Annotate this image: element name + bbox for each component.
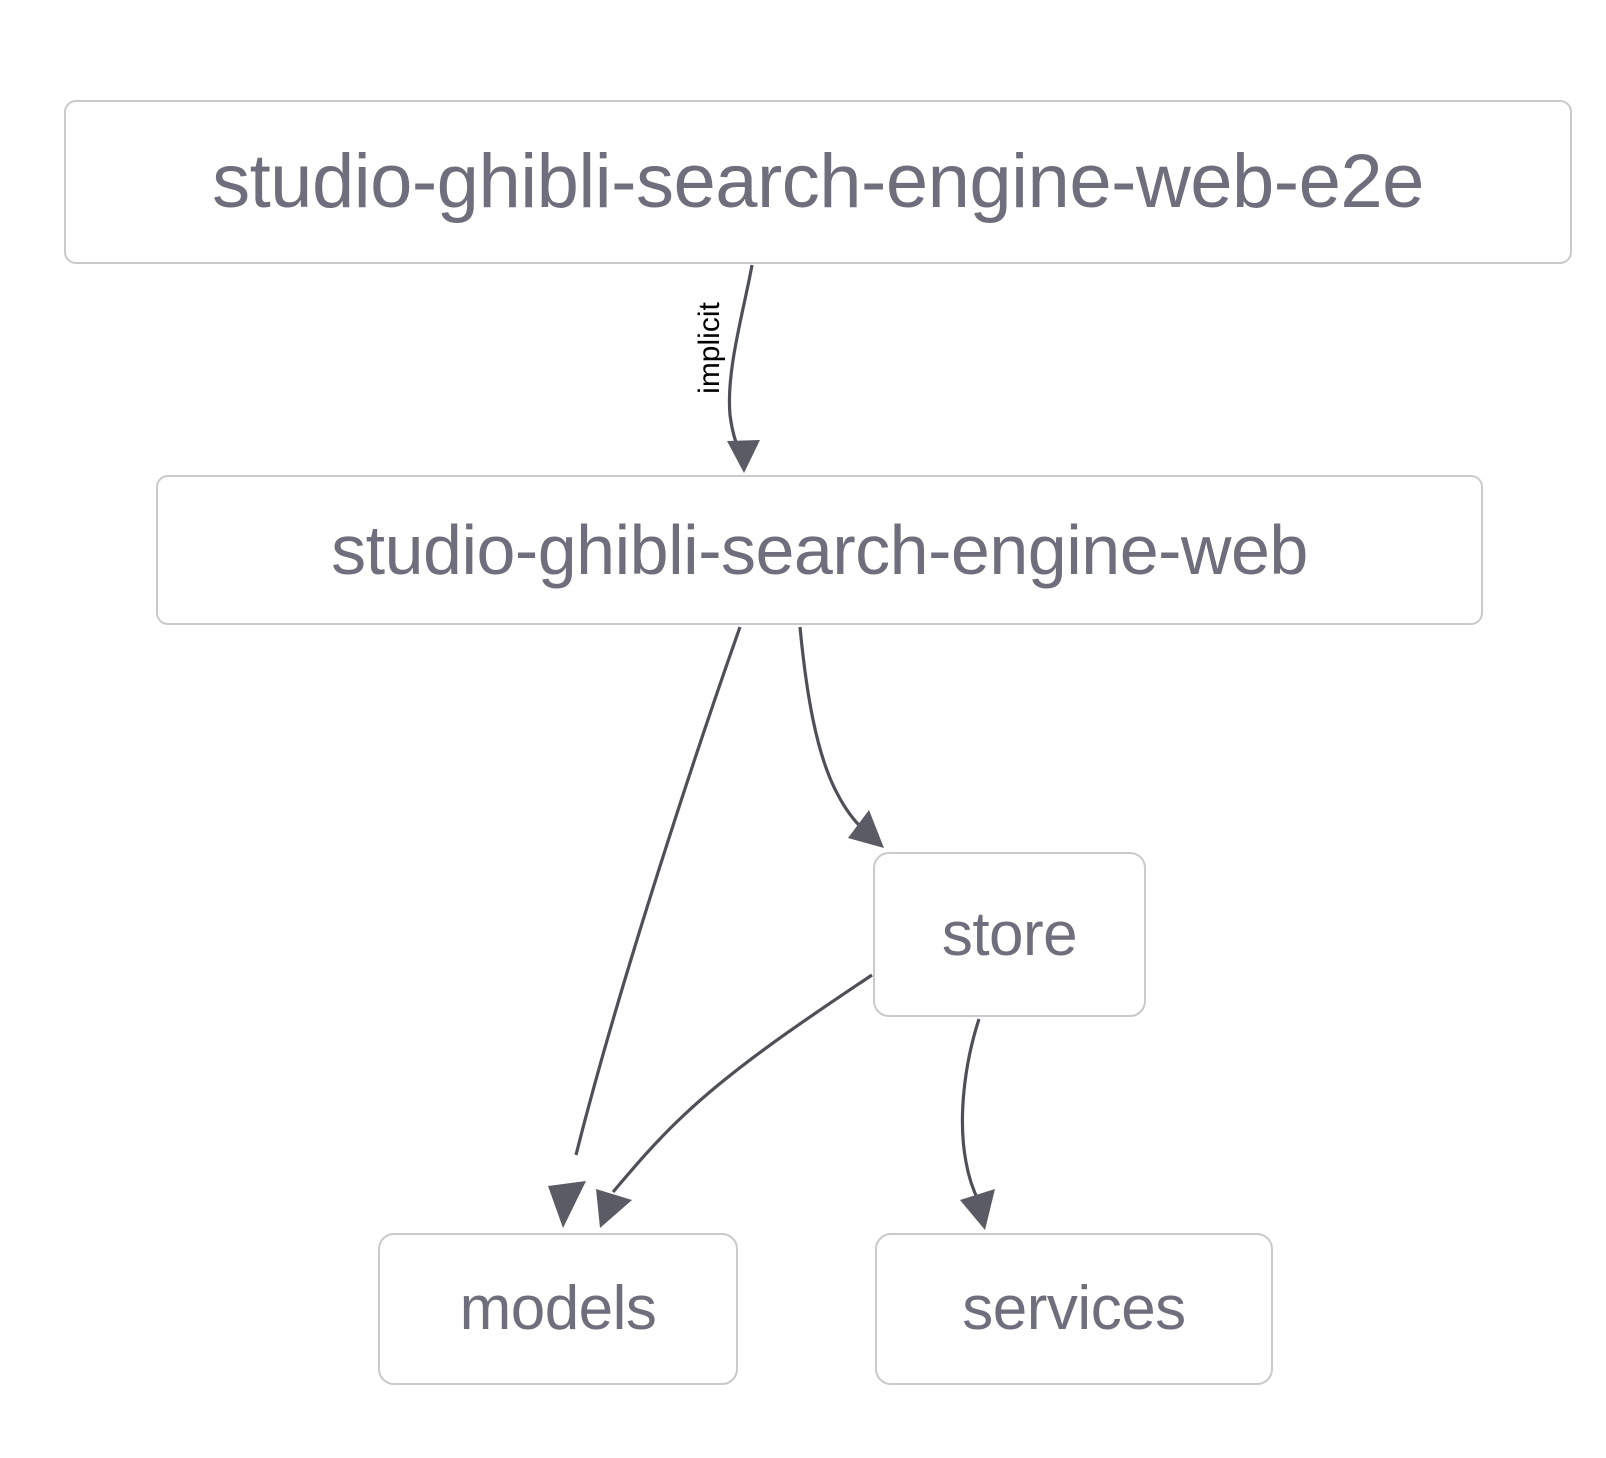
edge-label-implicit: implicit [693, 302, 726, 394]
edge-store-to-models-path [611, 973, 873, 1194]
node-label: store [941, 899, 1078, 969]
node-label: models [459, 1274, 657, 1343]
node-models[interactable]: models [378, 1233, 738, 1385]
edge-e2e-to-web-arrowhead [727, 440, 760, 473]
edge-web-to-store[interactable] [798, 626, 884, 848]
edge-web-to-store-arrowhead [848, 810, 884, 848]
edge-store-to-services-arrowhead [960, 1189, 995, 1230]
node-services[interactable]: services [875, 1233, 1273, 1385]
edge-store-to-models-arrowhead [596, 1189, 632, 1228]
edge-web-to-models-arrowhead [548, 1181, 586, 1228]
node-studio-ghibli-search-engine-web-e2e[interactable]: studio-ghibli-search-engine-web-e2e [64, 100, 1572, 264]
edge-e2e-to-web[interactable]: implicit [693, 264, 760, 473]
node-label: studio-ghibli-search-engine-web-e2e [212, 139, 1424, 224]
edge-web-to-store-path [798, 626, 870, 836]
node-studio-ghibli-search-engine-web[interactable]: studio-ghibli-search-engine-web [156, 475, 1483, 625]
edge-store-to-services-path [960, 1018, 981, 1203]
node-label: services [962, 1274, 1186, 1343]
edge-e2e-to-web-path [727, 264, 754, 457]
edge-web-to-models[interactable] [548, 626, 742, 1228]
edge-web-to-models-path [574, 626, 742, 1156]
edge-store-to-services[interactable] [960, 1018, 995, 1230]
edge-store-to-models[interactable] [596, 973, 873, 1228]
node-store[interactable]: store [873, 852, 1146, 1017]
node-label: studio-ghibli-search-engine-web [331, 511, 1308, 589]
